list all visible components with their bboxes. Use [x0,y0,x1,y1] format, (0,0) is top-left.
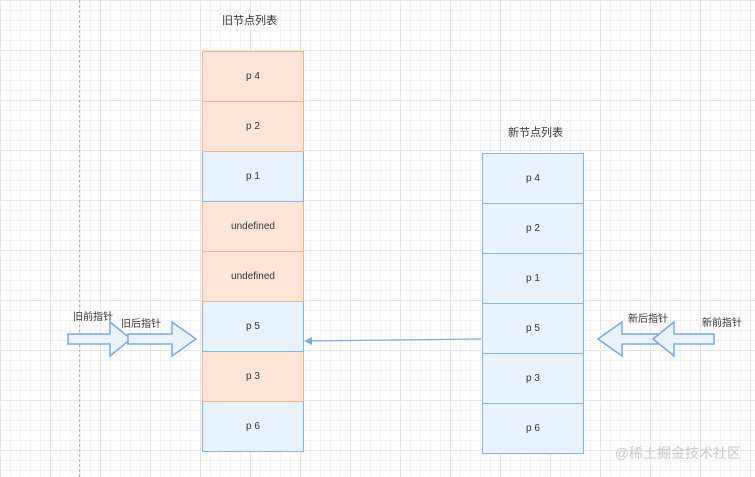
new-node[interactable]: p 1 [482,254,584,304]
new-node[interactable]: p 5 [482,304,584,354]
old-list-title: 旧节点列表 [222,15,277,27]
old-node[interactable]: p 5 [202,302,304,352]
guide-line [79,0,80,477]
old-node[interactable]: undefined [202,202,304,252]
old-node[interactable]: p 3 [202,352,304,402]
old-node[interactable]: p 6 [202,402,304,452]
new-list-title: 新节点列表 [508,127,563,139]
new-node-list: p 4 p 2 p 1 p 5 p 3 p 6 [482,153,584,454]
new-node[interactable]: p 4 [482,153,584,204]
new-front-pointer-arrow [651,320,715,358]
old-node-list: p 4 p 2 p 1 undefined undefined p 5 p 3 … [202,51,304,452]
new-front-pointer-label: 新前指针 [702,318,742,329]
old-node[interactable]: p 4 [202,51,304,102]
new-node[interactable]: p 2 [482,204,584,254]
old-back-pointer-label: 旧后指针 [121,319,161,330]
old-front-pointer-label: 旧前指针 [73,312,113,323]
old-front-pointer-arrow [67,320,133,358]
connector-arrow [304,336,482,345]
old-node[interactable]: undefined [202,252,304,302]
new-node[interactable]: p 6 [482,404,584,454]
new-back-pointer-label: 新后指针 [628,314,668,325]
old-node[interactable]: p 2 [202,102,304,152]
new-node[interactable]: p 3 [482,354,584,404]
watermark: @稀土掘金技术社区 [614,445,741,461]
old-node[interactable]: p 1 [202,152,304,202]
old-back-pointer-arrow [127,320,198,358]
